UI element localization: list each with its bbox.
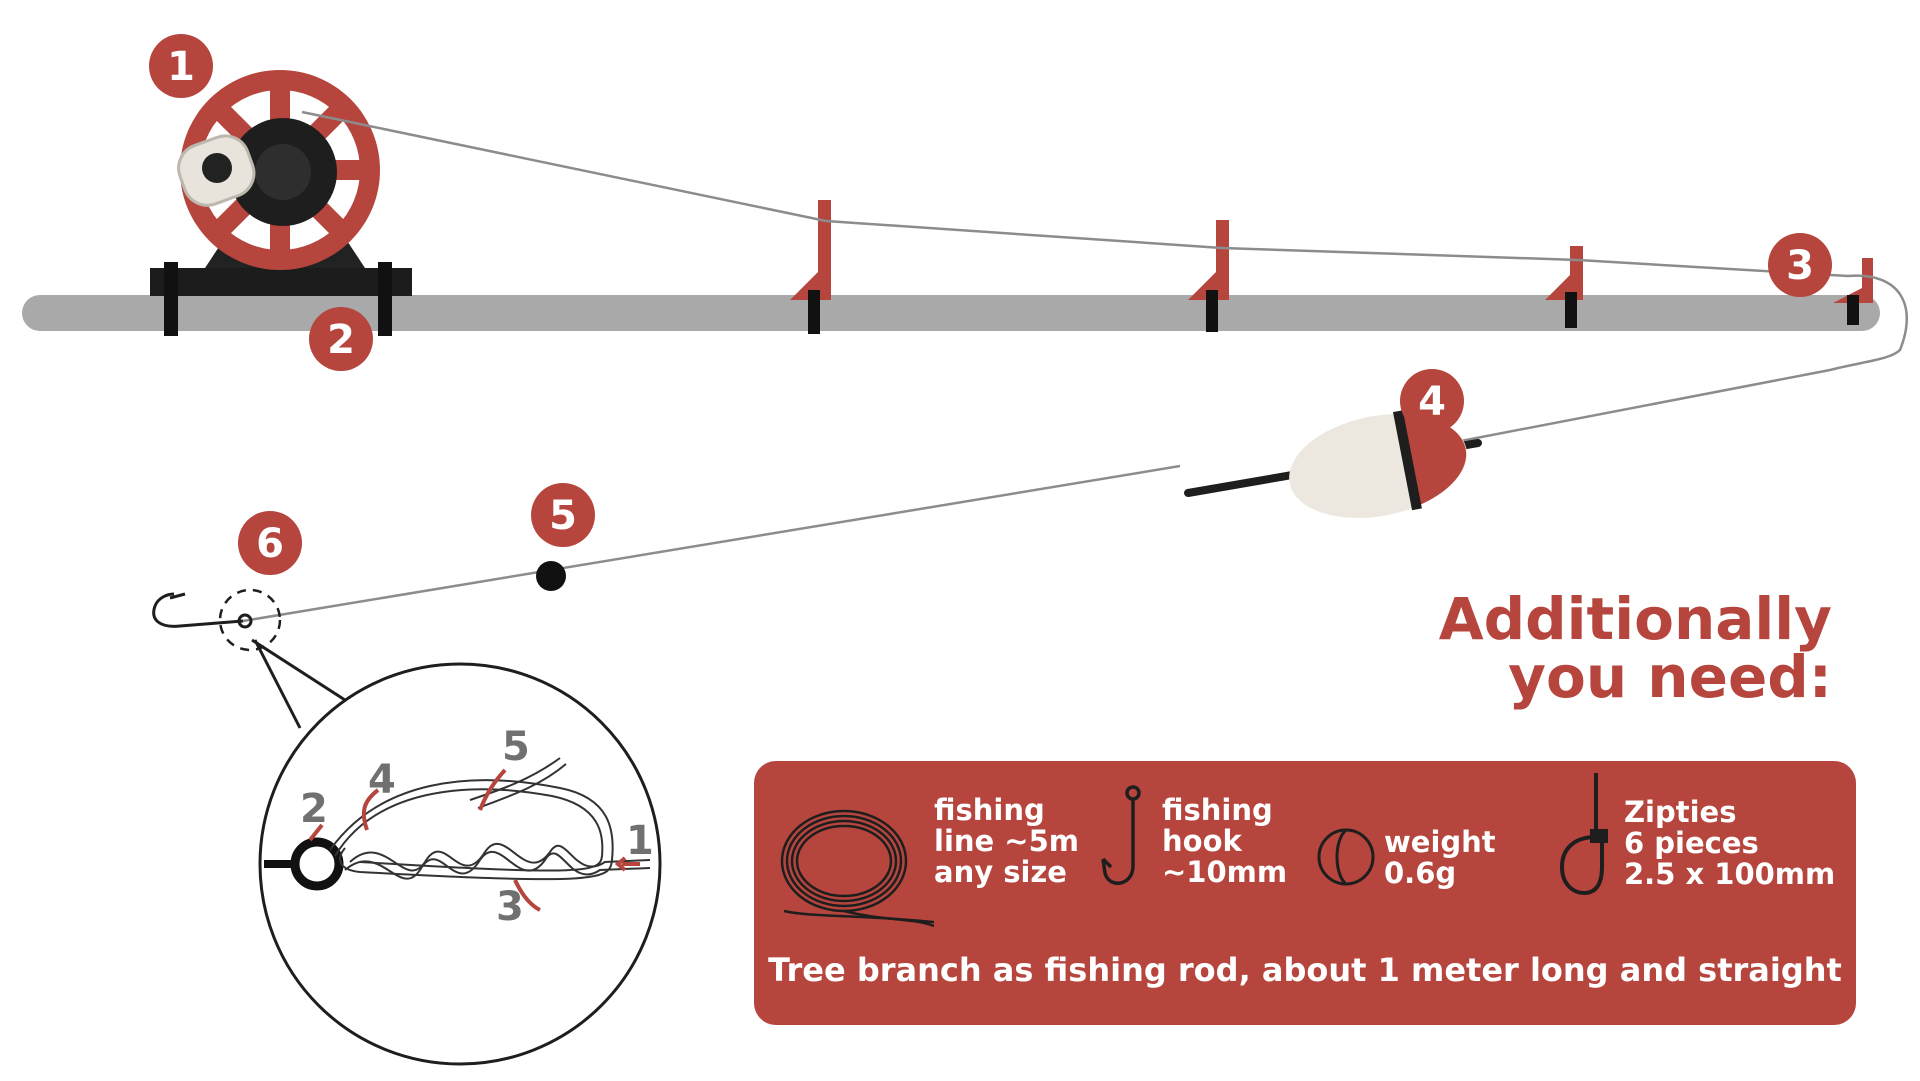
svg-text:6: 6 (256, 521, 284, 567)
knot-step-3: 3 (496, 884, 524, 930)
hook-label-1: fishing (1162, 793, 1273, 827)
line-label-3: any size (934, 855, 1067, 889)
ziptie-icon (1559, 773, 1608, 896)
svg-text:3: 3 (1786, 243, 1814, 289)
svg-text:2: 2 (327, 317, 355, 363)
knot-step-4: 4 (368, 757, 396, 803)
hook-label-2: hook (1162, 824, 1242, 858)
item-zipties: Zipties 6 pieces 2.5 x 100mm (1624, 797, 1835, 890)
line-coil-icon (780, 809, 934, 928)
weight-label-2: 0.6g (1384, 856, 1457, 890)
heading-line-1: Additionally (1438, 585, 1832, 653)
hook-icon (152, 592, 253, 629)
hook-label-3: ~10mm (1162, 855, 1288, 889)
tree-branch-note: Tree branch as fishing rod, about 1 mete… (768, 951, 1842, 989)
item-fishing-hook: fishing hook ~10mm (1162, 795, 1287, 888)
callout-5: 5 (531, 483, 595, 547)
fishing-line (242, 110, 1909, 623)
rod (22, 295, 1880, 331)
knot-step-1: 1 (626, 818, 654, 864)
line-label-2: line ~5m (934, 824, 1079, 858)
ziptie-label-1: Zipties (1624, 795, 1737, 829)
item-fishing-line: fishing line ~5m any size (934, 795, 1079, 888)
float-icon (1184, 410, 1482, 518)
callout-1: 1 (149, 34, 213, 98)
callout-3: 3 (1768, 233, 1832, 297)
item-weight: weight 0.6g (1384, 827, 1496, 889)
hook-item-icon (1101, 785, 1141, 885)
heading-line-2: you need: (1508, 643, 1832, 711)
weight-dot (536, 561, 566, 591)
knot-zoom-bubble (251, 638, 662, 1066)
ziptie-label-3: 2.5 x 100mm (1624, 857, 1836, 891)
reel-icon (150, 70, 412, 336)
additionally-heading: Additionally you need: (1439, 590, 1832, 706)
knot-illustration: 1 2 3 4 5 (264, 724, 654, 930)
callout-4: 4 (1400, 369, 1464, 433)
supplies-panel: fishing line ~5m any size fishing hook ~… (754, 761, 1856, 1025)
svg-text:5: 5 (549, 493, 577, 539)
weight-label-1: weight (1384, 825, 1496, 859)
callout-6: 6 (238, 511, 302, 575)
svg-text:1: 1 (167, 44, 195, 90)
knot-step-2: 2 (300, 786, 328, 832)
line-label-1: fishing (934, 793, 1045, 827)
svg-text:4: 4 (1418, 379, 1446, 425)
knot-step-5: 5 (502, 724, 530, 770)
callout-2: 2 (309, 307, 373, 371)
ziptie-label-2: 6 pieces (1624, 826, 1759, 860)
eyelet-highlight (218, 588, 282, 652)
weight-icon (1317, 828, 1375, 886)
